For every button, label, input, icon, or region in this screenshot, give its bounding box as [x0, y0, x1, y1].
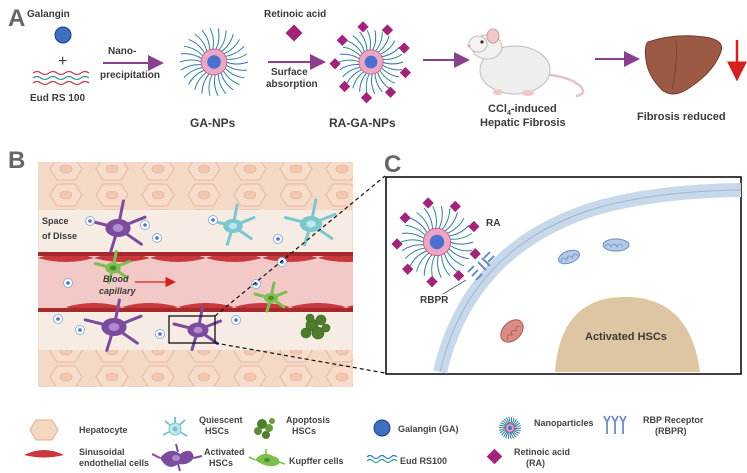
legend-retinoic-icon [486, 448, 503, 465]
legend-eud: Eud RS100 [400, 456, 447, 466]
activated-hscs-label: Activated HSCs [585, 331, 667, 343]
legend-rbp-receptor-icon [603, 415, 627, 434]
legend-rbp-2: (RBPR) [655, 426, 687, 436]
legend-hepatocyte: Hepatocyte [79, 425, 128, 435]
ccl-line1: CCl4-induced [488, 103, 557, 117]
panel-c-letter: C [384, 151, 401, 178]
eud-polymer-icon [32, 70, 90, 86]
retinoic-acid-label: Retinoic acid [264, 9, 326, 20]
legend-sinusoidal-1: Sinusoidal [79, 447, 125, 457]
rbpr-label: RBPR [420, 295, 449, 306]
legend-nanoparticle-icon [498, 416, 522, 440]
legend-kupffer: Kupffer cells [289, 456, 344, 466]
fibrosis-reduced-label: Fibrosis reduced [637, 111, 726, 123]
legend-activated-1: Activated [204, 447, 245, 457]
legend-sinusoidal-2: endothelial cells [79, 458, 149, 468]
nucleus [555, 296, 700, 372]
kupffer-cell-icon [248, 449, 286, 467]
zoom-line-bottom [214, 342, 386, 374]
liver-sinusoid-scene [38, 162, 353, 387]
step1-line1: Nano- [108, 46, 136, 57]
legend-rbp-1: RBP Receptor [643, 415, 704, 425]
ga-nps-label: GA-NPs [190, 116, 236, 130]
legend-apoptosis-2: HSCs [292, 426, 316, 436]
blood-line2: capillary [99, 286, 137, 296]
mitochondrion-icon [602, 238, 630, 252]
rbp-receptor-icon [467, 251, 495, 281]
galangin-sphere-icon [54, 26, 72, 44]
quiescent-hsc-icon [162, 417, 188, 437]
hsc-cell [433, 183, 742, 374]
retinoic-acid-icon [285, 24, 303, 42]
plus-sign: + [58, 53, 67, 70]
mitochondrion-icon [500, 319, 524, 343]
legend-nanoparticles: Nanoparticles [534, 418, 594, 428]
apoptosis-hsc-icon [254, 418, 275, 439]
mitochondrion-icon [557, 249, 581, 265]
legend-activated-2: HSCs [209, 458, 233, 468]
legend-apoptosis-1: Apoptosis [286, 415, 330, 425]
liver-icon [644, 35, 723, 95]
galangin-label: Galangin [27, 9, 70, 20]
zoom-line-top [214, 175, 386, 317]
ra-label: RA [486, 218, 500, 229]
legend-quiescent-2: HSCs [205, 426, 229, 436]
rat-icon [467, 28, 585, 98]
endothelial-cell-icon [24, 450, 64, 458]
step2-line1: Surface [271, 67, 308, 78]
step1-line2: precipitation [100, 70, 160, 81]
hepatocyte-icon [29, 419, 59, 441]
ra-ga-nanoparticle-icon [329, 21, 412, 104]
legend-quiescent-1: Quiescent [199, 415, 243, 425]
activated-hsc-icon [151, 443, 203, 472]
legend-retinoic-1: Retinoic acid [514, 447, 570, 457]
cells-layer [53, 198, 337, 352]
ccl-line2: Hepatic Fibrosis [480, 117, 566, 129]
panel-b-letter: B [8, 147, 25, 174]
legend-galangin-icon [373, 419, 391, 437]
legend-retinoic-2: (RA) [526, 458, 545, 468]
legend-galangin: Galangin (GA) [398, 424, 459, 434]
blood-line1: Blood [103, 274, 129, 284]
zoom-box [168, 315, 216, 344]
disse-line2: of Disse [42, 231, 77, 241]
disse-line1: Space [42, 216, 69, 226]
panel-a-letter: A [8, 5, 25, 32]
legend: Hepatocyte Quiescent HSCs Apoptosis HSCs… [24, 415, 704, 472]
ra-ga-nps-label: RA-GA-NPs [329, 116, 396, 130]
eud-label: Eud RS 100 [30, 93, 85, 104]
rbpr-pointer [442, 279, 467, 295]
targeted-nanoparticle-icon [391, 197, 481, 288]
legend-eud-icon [366, 454, 398, 464]
step2-line2: absorption [266, 79, 318, 90]
nanoparticle-icon [179, 28, 249, 96]
